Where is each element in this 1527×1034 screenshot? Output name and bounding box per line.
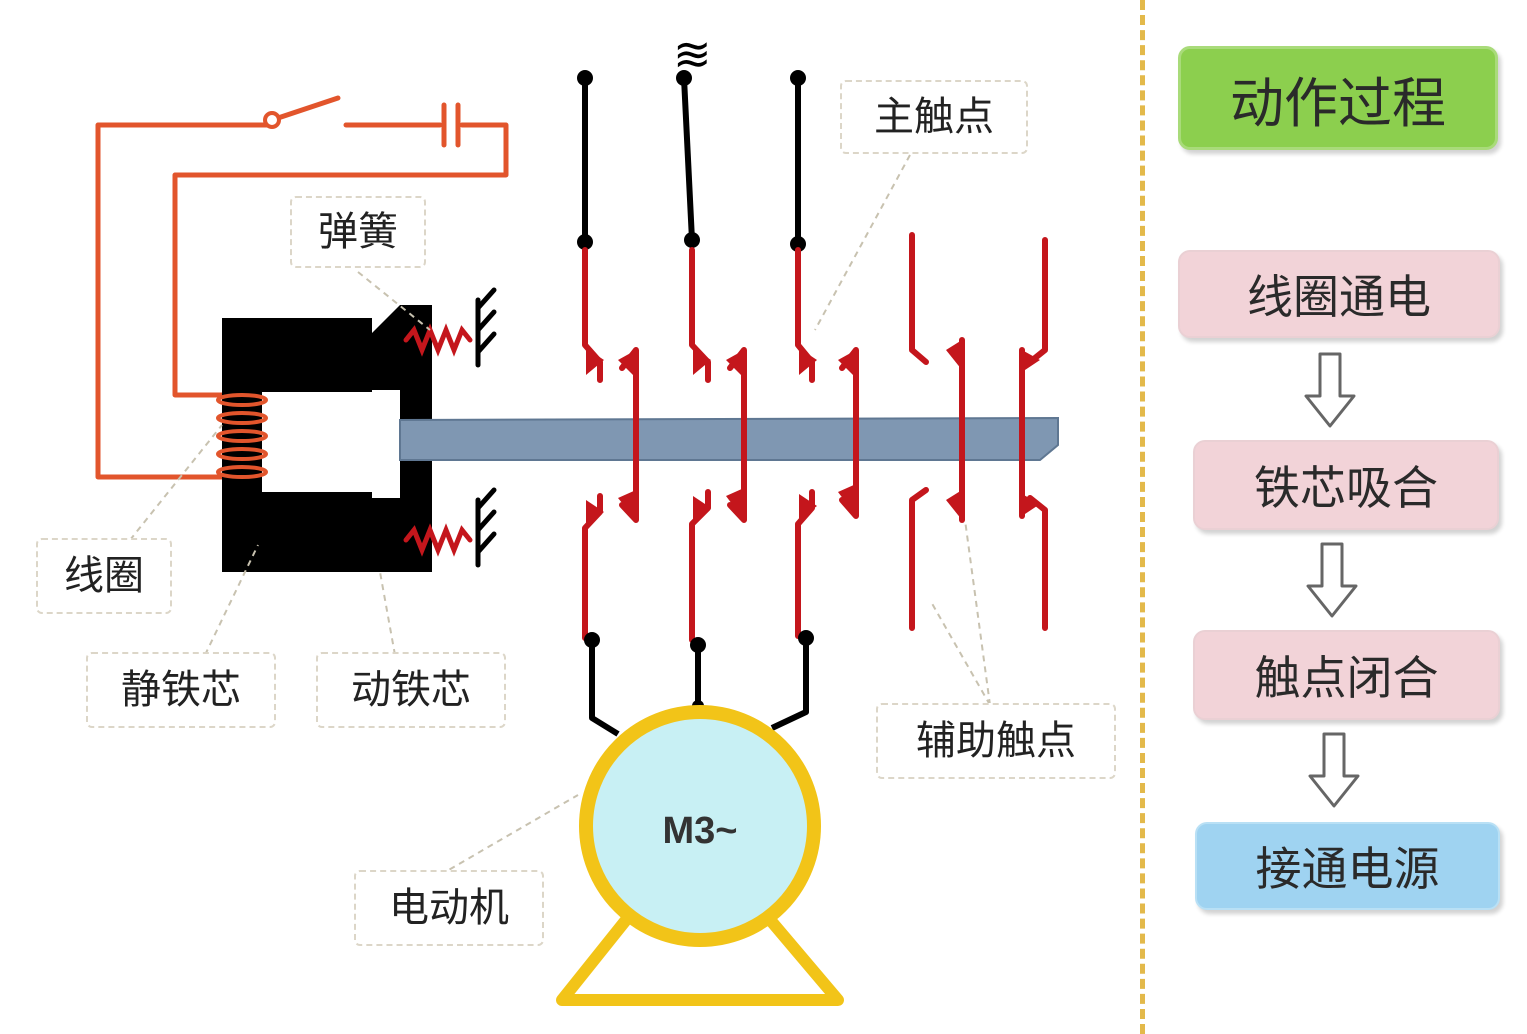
leader-lines [129, 154, 991, 876]
auxiliary-contact-tips [946, 340, 1040, 520]
flow-step-4: 接通电源 [1195, 822, 1500, 910]
moving-core [360, 305, 432, 572]
supply-terminals [577, 70, 806, 252]
label-coil: 线圈 [36, 538, 172, 614]
label-main-contacts: 主触点 [840, 80, 1028, 154]
flow-arrow-1 [1304, 352, 1356, 428]
spring-top [403, 323, 473, 357]
control-switch-pivot [263, 111, 281, 129]
spring-anchor-top [475, 287, 497, 368]
push-rod [399, 416, 1059, 461]
label-motor: 电动机 [354, 870, 544, 946]
label-auxiliary-contacts: 辅助触点 [876, 703, 1116, 779]
spring-anchor-bottom [475, 487, 497, 568]
flow-arrow-3 [1308, 732, 1360, 808]
supply-lines [582, 75, 801, 247]
motor-leads [589, 638, 809, 737]
label-spring: 弹簧 [290, 196, 426, 268]
motor-body [579, 705, 821, 947]
control-wire-outer [95, 122, 271, 480]
main-contact-tips [586, 348, 856, 525]
control-switch-blade [275, 95, 341, 121]
flow-step-2: 铁芯吸合 [1193, 440, 1499, 530]
ac-symbol: ≋ [673, 27, 712, 81]
coil-windings [216, 393, 268, 479]
flow-step-3: 触点闭合 [1193, 630, 1500, 720]
control-wire-inner [172, 122, 509, 398]
label-static-core: 静铁芯 [86, 652, 276, 728]
flow-arrow-2 [1306, 542, 1358, 618]
spring-bottom [403, 523, 473, 557]
divider-line [1140, 0, 1145, 1034]
label-moving-core: 动铁芯 [316, 652, 506, 728]
flow-title: 动作过程 [1178, 46, 1498, 150]
motor-symbol: M3~ [663, 810, 738, 852]
control-circuit [95, 95, 509, 480]
flow-step-1: 线圈通电 [1178, 250, 1500, 338]
static-core [222, 318, 372, 572]
